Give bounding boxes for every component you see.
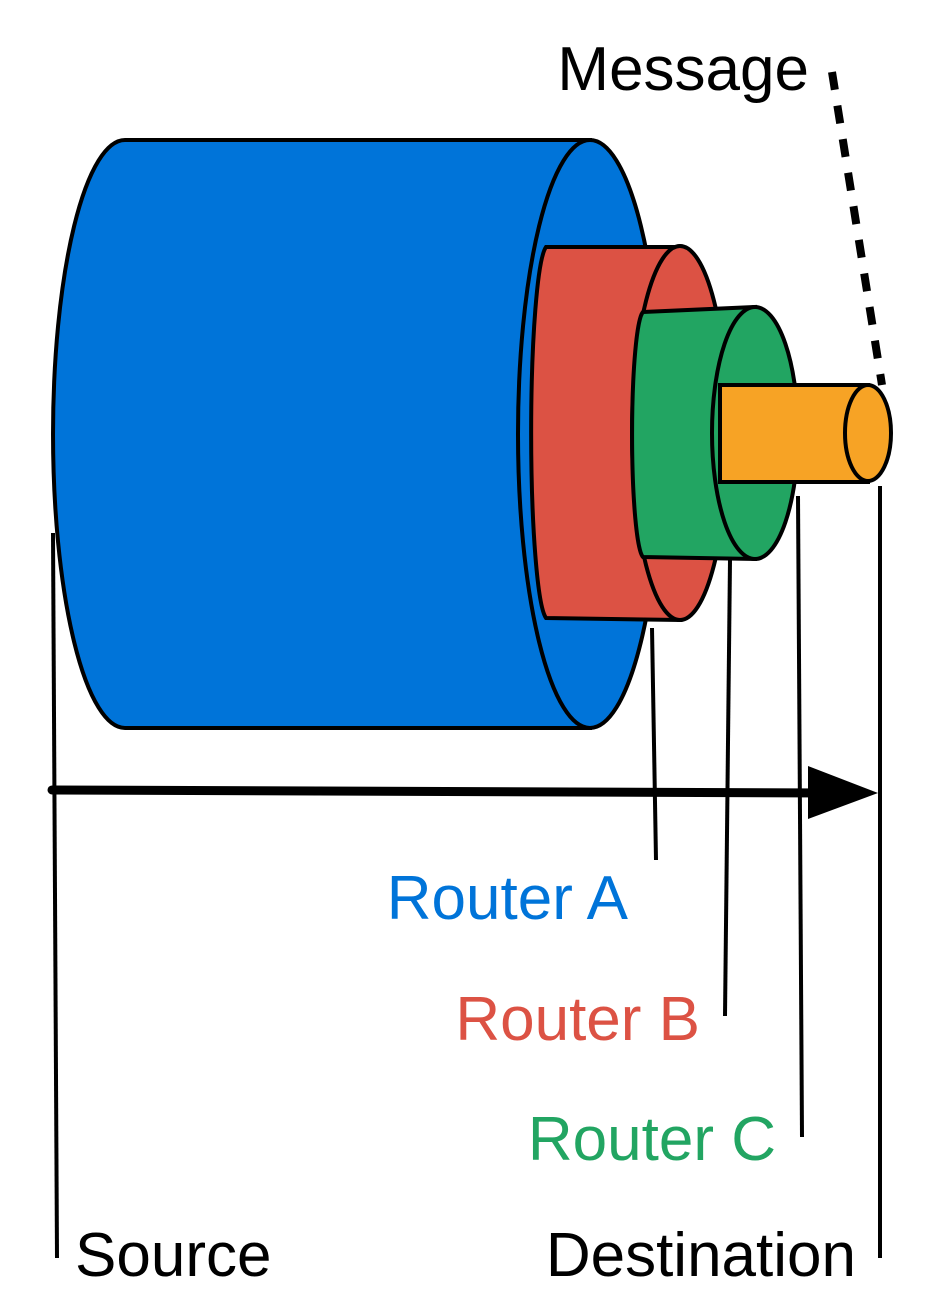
message-cylinder-face [843, 383, 893, 483]
router-a-tick-line [650, 627, 658, 861]
source-label: Source [75, 1221, 271, 1290]
path-arrow-shaft [47, 785, 835, 798]
message-leader-dotted-line [828, 71, 886, 386]
message-core [718, 383, 893, 484]
path-arrow-head [808, 766, 878, 819]
router-c-layer [630, 304, 800, 562]
hop-lines [51, 486, 882, 1259]
router-a-label: Router A [387, 864, 629, 933]
router-c-tick-line [796, 495, 804, 1138]
router-a-cylinder-body [51, 138, 592, 730]
router-b-tick-line [723, 559, 732, 1017]
destination-label: Destination [546, 1221, 856, 1290]
message-label: Message [557, 35, 809, 104]
router-b-label: Router B [455, 985, 700, 1054]
router-c-label: Router C [528, 1105, 776, 1174]
path-arrow [47, 766, 878, 819]
source-tick-line [51, 532, 59, 1259]
